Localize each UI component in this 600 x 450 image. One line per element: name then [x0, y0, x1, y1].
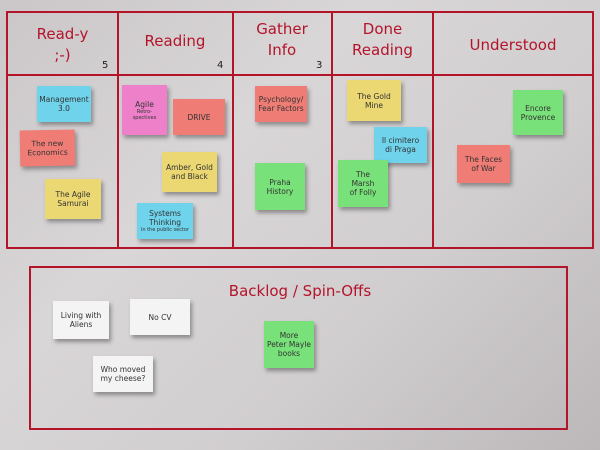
column-count-reading: 4 [217, 60, 224, 71]
note-text: The Agile Samurai [55, 190, 91, 208]
note-text: The Gold Mine [357, 91, 391, 110]
sticky-note[interactable]: Systems Thinking in the public sector [137, 203, 193, 239]
sticky-note[interactable]: Il cimitero di Praga [374, 127, 427, 163]
sticky-note[interactable]: Management 3.0 [37, 86, 91, 122]
sticky-note[interactable]: Agile Retro- spectives [122, 85, 167, 135]
board-bottom-line [6, 247, 594, 249]
sticky-note[interactable]: Living with Aliens [53, 301, 109, 339]
note-text: The Marsh of Folly [349, 170, 377, 197]
backlog-left-line [29, 266, 31, 430]
sticky-note[interactable]: Amber, Gold and Black [162, 152, 217, 192]
note-subtext: Retro- spectives [132, 108, 157, 121]
board-header-line [6, 74, 594, 76]
sticky-note[interactable]: Praha History [255, 163, 305, 210]
sticky-note[interactable]: The Gold Mine [347, 80, 401, 121]
note-text: Amber, Gold and Black [166, 163, 213, 181]
backlog-top-line [29, 266, 568, 268]
column-count-ready: 5 [102, 60, 109, 71]
note-subtext: in the public sector [140, 227, 190, 233]
note-text: Who moved my cheese? [100, 365, 146, 383]
column-divider-3 [331, 11, 333, 249]
column-count-gather-info: 3 [316, 60, 323, 71]
note-text: Psychology/ Fear Factors [258, 95, 304, 113]
column-divider-4 [432, 11, 434, 249]
note-text: Living with Aliens [60, 311, 102, 329]
note-text: More Peter Mayle books [266, 331, 312, 358]
column-divider-2 [232, 11, 234, 249]
note-text: No CV [148, 312, 172, 322]
backlog-title: Backlog / Spin-Offs [228, 282, 372, 300]
note-text: Il cimitero di Praga [381, 136, 420, 154]
note-text: Agile [135, 99, 154, 109]
note-text: Encore Provence [520, 103, 556, 122]
sticky-note[interactable]: Encore Provence [513, 90, 563, 135]
note-text: The Faces of War [464, 155, 503, 173]
note-text: Praha History [266, 177, 294, 196]
column-title-reading: Reading [144, 32, 206, 50]
column-divider-1 [117, 11, 119, 249]
note-text: The new Economics [27, 138, 68, 158]
sticky-note[interactable]: The Faces of War [457, 145, 510, 183]
sticky-note[interactable]: No CV [130, 299, 190, 335]
column-title-ready: Read-y ;-) [36, 25, 89, 64]
board-top-line [6, 11, 594, 13]
note-text: Management 3.0 [39, 95, 89, 113]
backlog-bottom-line [29, 428, 568, 430]
sticky-note[interactable]: More Peter Mayle books [264, 321, 314, 368]
sticky-note[interactable]: The Marsh of Folly [338, 160, 388, 207]
note-text: Systems Thinking [148, 209, 182, 227]
board-left-line [6, 11, 8, 249]
backlog-right-line [566, 266, 568, 430]
column-title-done-reading: Done Reading [352, 20, 413, 59]
note-text: DRIVE [187, 112, 211, 122]
sticky-note[interactable]: The Agile Samurai [45, 179, 101, 219]
sticky-note[interactable]: Psychology/ Fear Factors [255, 86, 307, 122]
board-right-line [592, 11, 594, 249]
sticky-note[interactable]: Who moved my cheese? [93, 356, 153, 392]
column-title-gather-info: Gather Info [256, 20, 308, 59]
sticky-note[interactable]: The new Economics [19, 129, 76, 167]
column-title-understood: Understood [469, 36, 557, 54]
sticky-note[interactable]: DRIVE [173, 99, 225, 135]
